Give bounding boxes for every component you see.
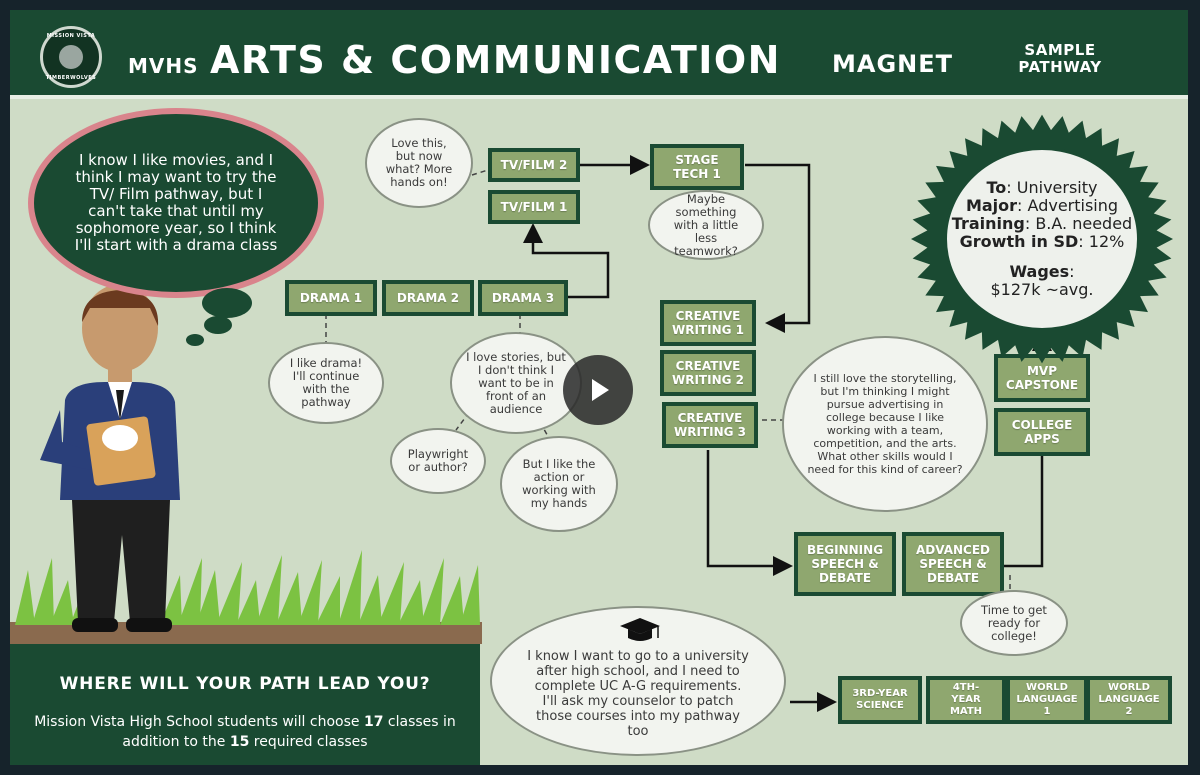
thought-bubble-main: I know I like movies, and I think I may … bbox=[28, 108, 324, 298]
bottom-description: Mission Vista High School students will … bbox=[30, 712, 460, 752]
badge-growth-label: Growth in SD bbox=[959, 232, 1079, 251]
course-tv-film-1: TV/FILM 1 bbox=[488, 190, 580, 224]
wolf-icon bbox=[59, 45, 83, 69]
course-creative-writing-1: CREATIVE WRITING 1 bbox=[660, 300, 756, 346]
badge-training-label: Training bbox=[951, 214, 1025, 233]
bottom-title: WHERE WILL YOUR PATH LEAD YOU? bbox=[59, 674, 431, 694]
desc-number: 15 bbox=[229, 734, 250, 750]
header-suffix: MAGNET bbox=[832, 50, 954, 78]
logo-text-bottom: TIMBERWOLVES bbox=[45, 75, 97, 81]
badge-major-value: : Advertising bbox=[1017, 196, 1119, 215]
badge-wages-value: $127k ~avg. bbox=[990, 280, 1094, 299]
desc-number: 17 bbox=[363, 714, 384, 730]
course-creative-writing-3: CREATIVE WRITING 3 bbox=[662, 402, 758, 448]
badge-growth-value: : 12% bbox=[1078, 232, 1125, 251]
desc-part: Mission Vista High School students will … bbox=[34, 714, 364, 730]
course-world-language-2: WORLD LANGUAGE 2 bbox=[1086, 676, 1172, 724]
page-title: ARTS & COMMUNICATION bbox=[210, 38, 781, 82]
course-college-apps: COLLEGE APPS bbox=[994, 408, 1090, 456]
infographic: MISSION VISTA TIMBERWOLVES MVHS ARTS & C… bbox=[10, 10, 1188, 765]
course-drama-3: DRAMA 3 bbox=[478, 280, 568, 316]
badge-training-value: : B.A. needed bbox=[1024, 214, 1133, 233]
course-4th-year-math: 4TH-YEAR MATH bbox=[926, 676, 1006, 724]
play-icon[interactable] bbox=[563, 355, 633, 425]
career-details: To: University Major: Advertising Traini… bbox=[944, 147, 1140, 331]
course-advanced-speech-debate: ADVANCED SPEECH & DEBATE bbox=[902, 532, 1004, 596]
badge-to-label: To bbox=[986, 178, 1007, 197]
header-prefix: MVHS bbox=[128, 54, 199, 78]
desc-part: classes in addition to the bbox=[122, 714, 456, 750]
badge-major-label: Major bbox=[965, 196, 1018, 215]
course-drama-2: DRAMA 2 bbox=[382, 280, 474, 316]
course-drama-1: DRAMA 1 bbox=[285, 280, 377, 316]
bubble-like-drama: I like drama! I'll continue with the pat… bbox=[268, 342, 384, 424]
thought-dot bbox=[186, 334, 204, 346]
header-banner: MISSION VISTA TIMBERWOLVES MVHS ARTS & C… bbox=[10, 10, 1188, 99]
badge-wages-label: Wages bbox=[1009, 262, 1070, 281]
badge-wages-colon: : bbox=[1069, 262, 1075, 281]
bubble-less-teamwork: Maybe something with a little less teamw… bbox=[648, 190, 764, 260]
course-stage-tech-1: STAGE TECH 1 bbox=[650, 144, 744, 190]
course-beginning-speech-debate: BEGINNING SPEECH & DEBATE bbox=[794, 532, 896, 596]
bottom-panel: WHERE WILL YOUR PATH LEAD YOU? Mission V… bbox=[10, 644, 480, 765]
career-badge: To: University Major: Advertising Traini… bbox=[904, 108, 1180, 370]
pathway-connectors bbox=[10, 155, 1052, 712]
logo-text-top: MISSION VISTA bbox=[46, 33, 96, 39]
bubble-love-stories: I love stories, but I don't think I want… bbox=[450, 332, 582, 434]
desc-part: required classes bbox=[249, 734, 368, 750]
school-logo: MISSION VISTA TIMBERWOLVES bbox=[40, 26, 102, 88]
thought-dot bbox=[204, 316, 232, 334]
course-creative-writing-2: CREATIVE WRITING 2 bbox=[660, 350, 756, 396]
header-sample: SAMPLE PATHWAY bbox=[1018, 41, 1102, 76]
bubble-action: But I like the action or working with my… bbox=[500, 436, 618, 532]
thought-dot bbox=[202, 288, 252, 318]
bubble-storytelling: I still love the storytelling, but I'm t… bbox=[782, 336, 988, 512]
bubble-time-ready: Time to get ready for college! bbox=[960, 590, 1068, 656]
student-illustration bbox=[40, 284, 180, 632]
badge-to-value: : University bbox=[1006, 178, 1098, 197]
grass-illustration bbox=[15, 550, 480, 625]
graduation-cap-icon bbox=[620, 618, 660, 641]
bubble-playwright: Playwright or author? bbox=[390, 428, 486, 494]
bubble-love-this: Love this, but now what? More hands on! bbox=[365, 118, 473, 208]
course-world-language-1: WORLD LANGUAGE 1 bbox=[1006, 676, 1088, 724]
course-tv-film-2: TV/FILM 2 bbox=[488, 148, 580, 182]
course-3rd-year-science: 3RD-YEAR SCIENCE bbox=[838, 676, 922, 724]
